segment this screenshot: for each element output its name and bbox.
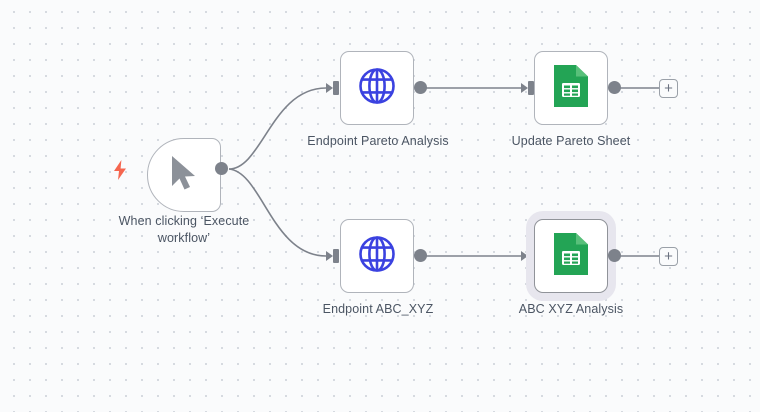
node-update-pareto-sheet[interactable] — [534, 51, 608, 125]
add-node-button-after-abc-xyz-analysis[interactable]: + — [659, 247, 678, 266]
output-port-update-pareto-sheet[interactable] — [608, 81, 621, 94]
node-label-abc-xyz-analysis: ABC XYZ Analysis — [518, 302, 624, 316]
node-label-trigger: When clicking ‘Execute workflow’ — [118, 214, 250, 245]
input-port-update-pareto-sheet[interactable] — [521, 80, 537, 96]
node-label-endpoint-abc-xyz: Endpoint ABC_XYZ — [322, 302, 434, 316]
cursor-arrow-icon — [167, 154, 201, 197]
output-port-trigger[interactable] — [215, 162, 228, 175]
output-port-endpoint-pareto[interactable] — [414, 81, 427, 94]
trigger-bolt-icon — [112, 160, 128, 180]
node-when-clicking-execute-workflow[interactable] — [147, 138, 221, 212]
google-sheets-icon — [552, 231, 590, 282]
globe-icon — [357, 66, 397, 111]
node-label-update-pareto-sheet: Update Pareto Sheet — [511, 134, 631, 148]
node-endpoint-abc-xyz[interactable] — [340, 219, 414, 293]
node-abc-xyz-analysis[interactable] — [534, 219, 608, 293]
google-sheets-icon — [552, 63, 590, 114]
globe-icon — [357, 234, 397, 279]
node-label-endpoint-pareto-analysis: Endpoint Pareto Analysis — [307, 134, 449, 148]
output-port-endpoint-abc-xyz[interactable] — [414, 249, 427, 262]
node-endpoint-pareto-analysis[interactable] — [340, 51, 414, 125]
input-port-endpoint-abc-xyz[interactable] — [326, 248, 342, 264]
output-port-abc-xyz-analysis[interactable] — [608, 249, 621, 262]
input-port-endpoint-pareto[interactable] — [326, 80, 342, 96]
add-node-button-after-update-pareto-sheet[interactable]: + — [659, 79, 678, 98]
input-port-abc-xyz-analysis[interactable] — [521, 248, 537, 264]
